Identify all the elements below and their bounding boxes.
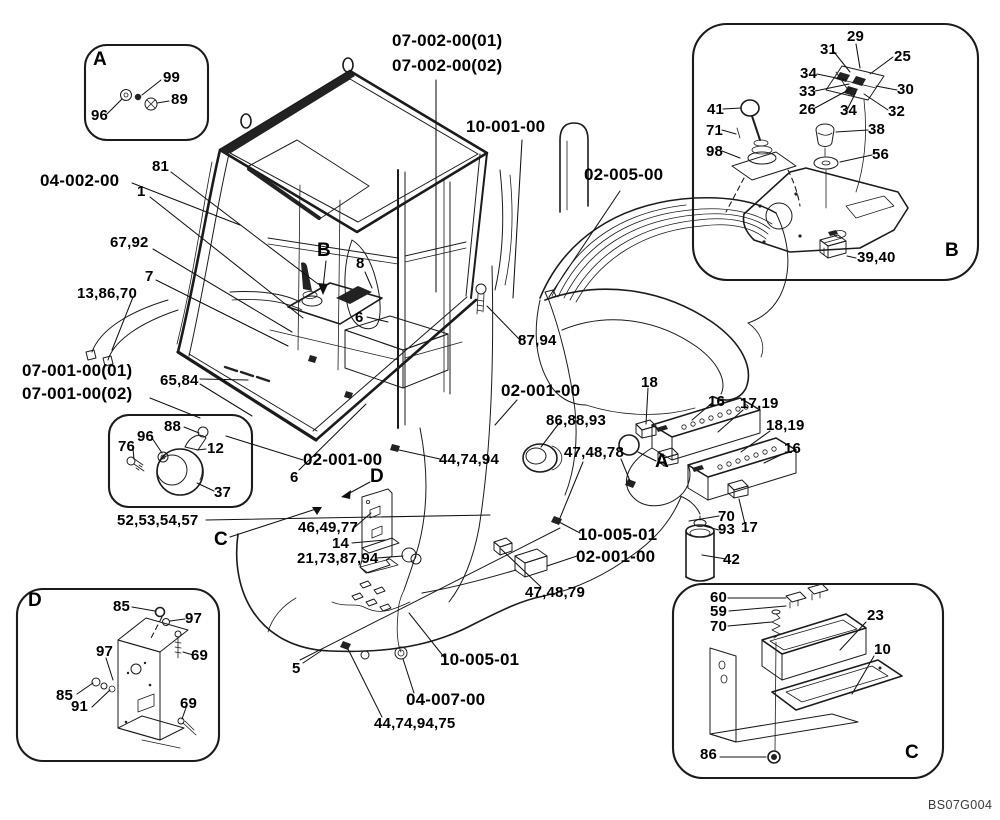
block-connectors <box>626 447 749 507</box>
knob-38 <box>815 123 835 147</box>
seat-backrest <box>344 239 381 330</box>
detail-a-fasteners <box>120 89 158 111</box>
nut-86 <box>767 750 781 764</box>
harness-clamp <box>544 289 557 300</box>
spring-screw-70 <box>771 609 781 751</box>
operator-seat-console <box>229 239 449 389</box>
engine-cowl <box>535 196 789 496</box>
grommet <box>394 646 408 660</box>
joystick-ball <box>740 99 760 117</box>
cab-frame <box>176 57 513 442</box>
detail-circle-a <box>618 434 640 456</box>
bolt-87-94 <box>475 283 487 315</box>
cover-plate-10 <box>771 659 903 711</box>
horn-bracket <box>184 434 207 451</box>
screw-69-bottom <box>177 717 197 736</box>
grommet-21-73 <box>401 547 417 563</box>
washer-56 <box>813 156 839 170</box>
relays-59-60 <box>785 583 829 609</box>
console-plate <box>287 282 383 325</box>
sensor-86-88-93 <box>522 443 563 473</box>
detail-b-console <box>725 65 909 259</box>
screw-69-top <box>174 630 182 659</box>
roof-hinge-loop <box>342 57 354 73</box>
relay-02-001 <box>514 548 548 578</box>
left-harness-wires <box>85 299 179 367</box>
joystick-plate <box>731 151 797 181</box>
switch-cluster <box>825 65 885 101</box>
connector-18 <box>635 419 657 439</box>
detail-box-b <box>691 22 980 282</box>
console-switch-panel <box>336 286 372 304</box>
joystick-grip <box>301 262 312 291</box>
horn-assembly <box>126 426 209 496</box>
detail-box-horn <box>107 413 254 509</box>
fuse-box-23 <box>761 613 867 681</box>
wiring-harness <box>235 265 682 661</box>
connector-39-40 <box>819 230 847 259</box>
detail-box-c <box>671 582 945 780</box>
detail-box-a <box>83 43 210 142</box>
exhaust-stack <box>559 122 589 213</box>
console-housing <box>742 167 909 253</box>
breather-cylinder <box>679 495 715 582</box>
fuse-box-assembly-c <box>709 583 903 764</box>
terminal-block-2 <box>687 437 797 501</box>
floor-marks <box>223 365 271 383</box>
diode-47-48-79 <box>493 537 513 556</box>
leader-lines <box>76 43 898 758</box>
relay-bracket <box>359 488 399 574</box>
mount-bracket-d <box>91 606 197 749</box>
strip-bracket-14 <box>361 537 400 554</box>
roof-trim <box>220 71 355 155</box>
terminal-block-1 <box>651 397 761 461</box>
detail-box-d <box>15 587 221 763</box>
roof-hinge-loop <box>240 113 252 129</box>
